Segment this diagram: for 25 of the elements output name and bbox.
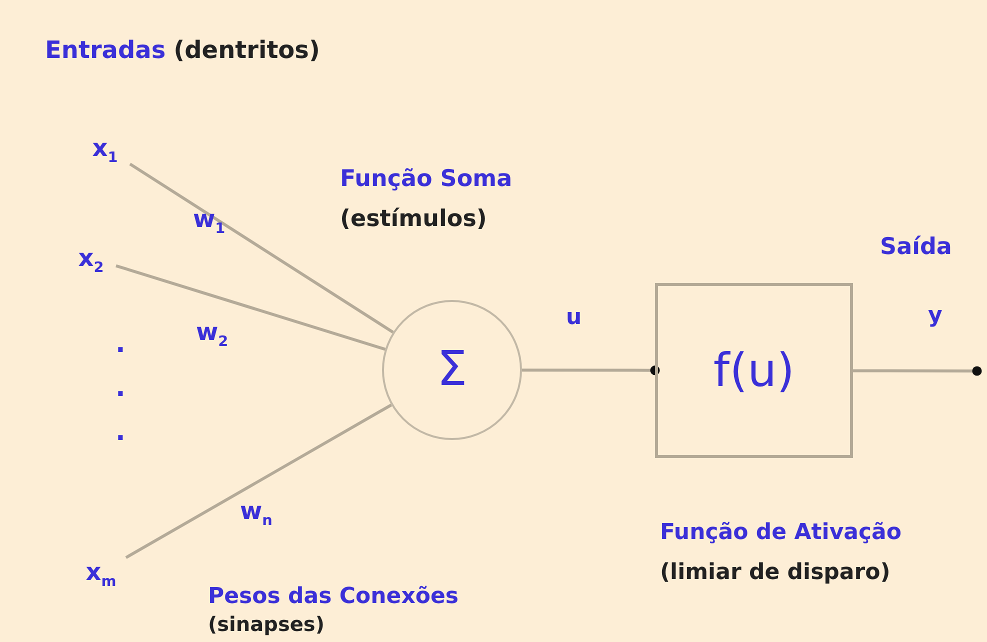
section-title: Função Soma <box>340 166 512 192</box>
signal-line <box>853 366 982 376</box>
connection-line <box>129 162 394 334</box>
variable-label: y <box>928 303 942 328</box>
section-title: Saída <box>880 234 952 260</box>
variable-label: x$_{m}$ <box>76 552 126 592</box>
variable-label: x$_{1}$ <box>80 128 130 168</box>
weight-label: w$_{1}$ <box>193 205 226 237</box>
section-subtitle: (sinapses) <box>208 612 324 636</box>
variable-label: x$_{2}$ <box>66 238 116 278</box>
weight-label: w$_{2}$ <box>196 318 228 350</box>
variable-label: u <box>566 305 582 330</box>
ellipsis-dots: ... <box>114 328 126 450</box>
summation-circle: Σ <box>382 300 522 440</box>
connection-line <box>116 264 386 351</box>
section-title: Pesos das Conexões <box>208 584 459 609</box>
section-subtitle: (estímulos) <box>340 206 487 232</box>
section-title: Entradas <box>45 36 166 64</box>
section-title: Função de Ativação <box>660 520 902 545</box>
section-subtitle: (limiar de disparo) <box>660 560 890 585</box>
connection-line <box>125 404 392 559</box>
signal-line <box>522 366 660 376</box>
activation-function-box: f(u) <box>655 283 853 458</box>
section-subtitle: (dentritos) <box>174 36 320 64</box>
weight-label: w$_{n}$ <box>240 497 272 529</box>
